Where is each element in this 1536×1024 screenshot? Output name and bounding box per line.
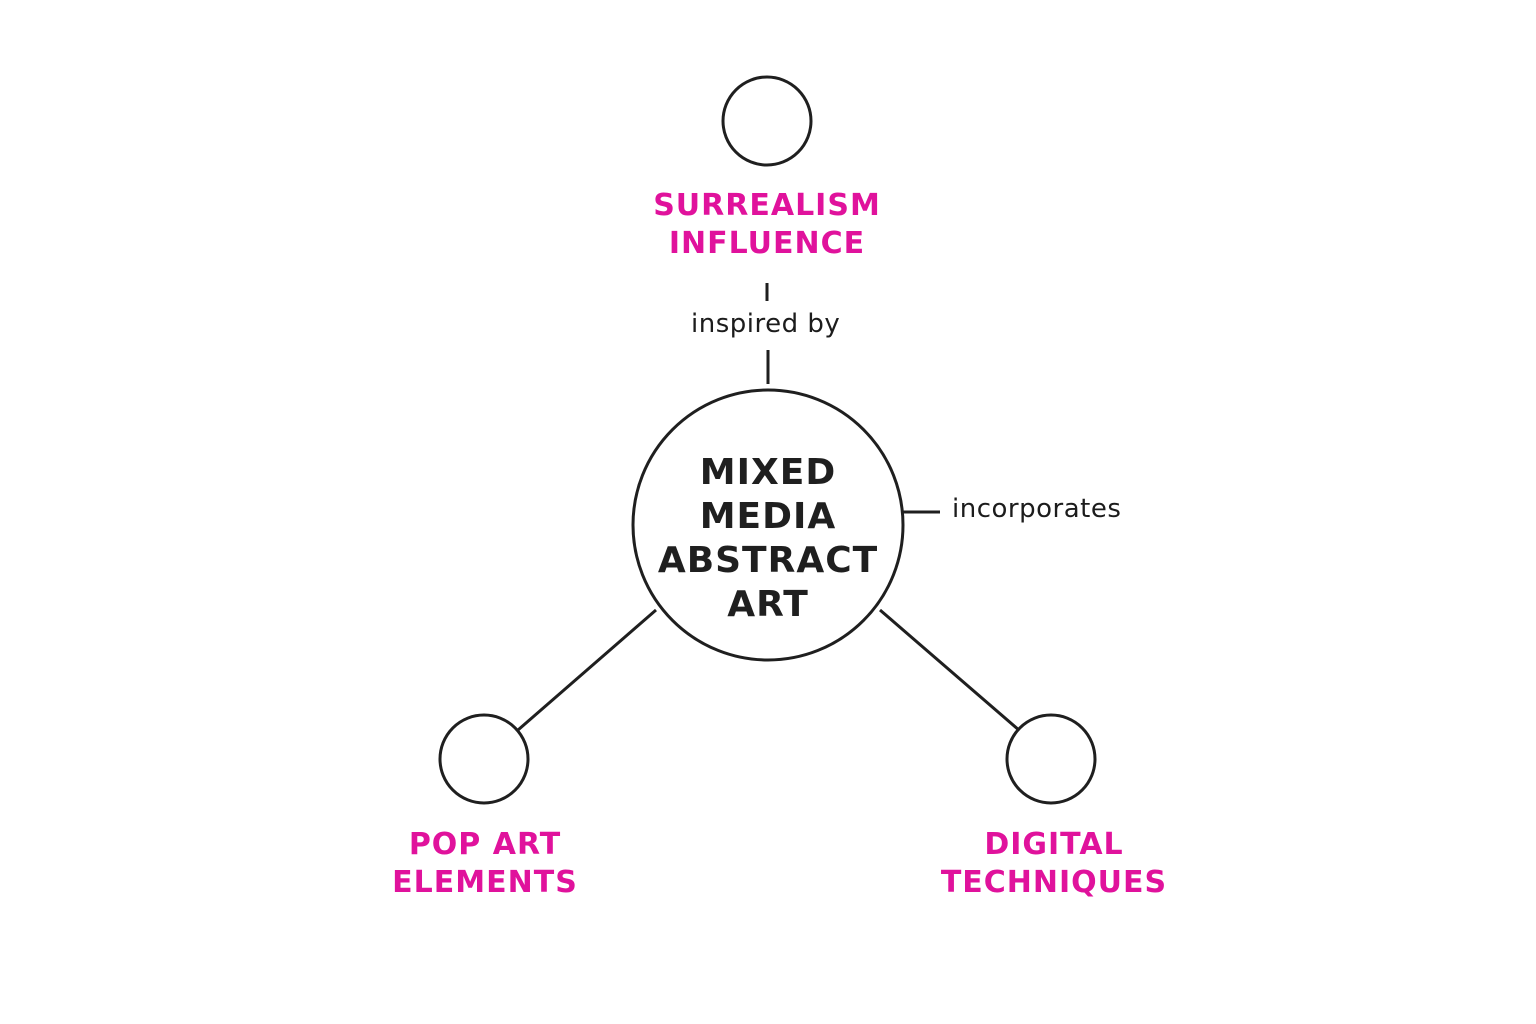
connector-left: [517, 608, 657, 732]
center-line-2: MEDIA: [699, 496, 837, 537]
edge-label-incorporates: incorporates: [952, 494, 1122, 524]
center-node-circle: [631, 388, 905, 662]
connector-right-diagonal: [879, 608, 1021, 733]
center-line-4: ART: [727, 584, 809, 625]
right-node-label: DIGITAL TECHNIQUES: [904, 826, 1204, 902]
left-node-line-1: POP ART: [408, 827, 562, 862]
edge-label-inspired-by: inspired by: [691, 309, 841, 339]
center-line-1: MIXED: [699, 452, 837, 493]
top-node-line-2: INFLUENCE: [668, 226, 866, 261]
top-node-line-1: SURREALISM: [653, 188, 881, 223]
center-line-3: ABSTRACT: [657, 540, 879, 581]
right-node-circle: [1005, 713, 1097, 805]
center-node-label: MIXED MEDIA ABSTRACT ART: [618, 451, 918, 627]
left-node-label: POP ART ELEMENTS: [335, 826, 635, 902]
right-node-line-1: DIGITAL: [984, 827, 1124, 862]
top-node-circle: [721, 75, 813, 167]
left-node-line-2: ELEMENTS: [392, 865, 578, 900]
right-node-line-2: TECHNIQUES: [940, 865, 1168, 900]
left-node-circle: [438, 713, 530, 805]
top-node-label: SURREALISM INFLUENCE: [567, 187, 967, 263]
